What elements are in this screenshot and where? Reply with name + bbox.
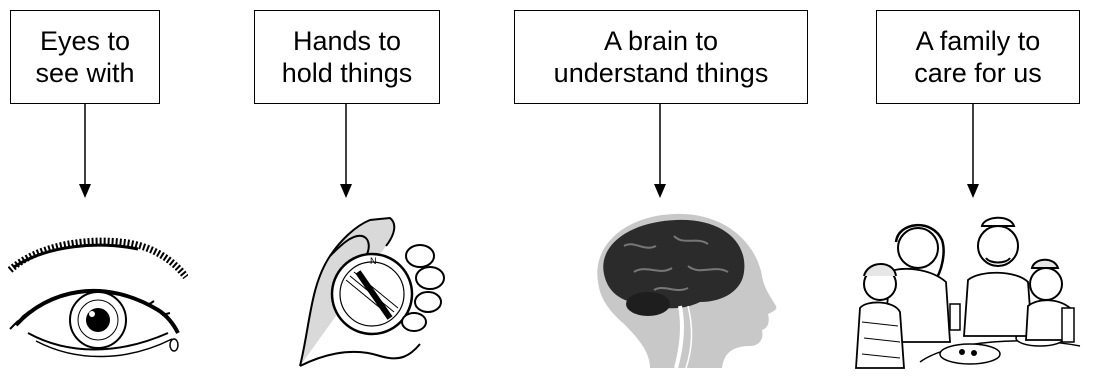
- arrow-family: [967, 104, 979, 198]
- arrow-brain: [654, 104, 666, 198]
- label-family: A family to care for us: [914, 26, 1042, 88]
- svg-text:N: N: [370, 256, 377, 266]
- label-eyes: Eyes to see with: [35, 26, 135, 88]
- label-box-eyes: Eyes to see with: [10, 10, 160, 104]
- label-box-brain: A brain to understand things: [514, 10, 808, 104]
- arrow-eyes: [79, 104, 91, 198]
- family-meal-icon: [855, 216, 1081, 369]
- hand-compass-icon: N: [299, 216, 445, 367]
- eye-icon: [8, 237, 188, 358]
- brain-head-icon: [597, 213, 777, 369]
- label-box-hands: Hands to hold things: [254, 10, 440, 104]
- label-box-family: A family to care for us: [876, 10, 1080, 104]
- label-hands: Hands to hold things: [281, 26, 413, 88]
- label-brain: A brain to understand things: [553, 26, 769, 88]
- arrow-hands: [340, 104, 352, 198]
